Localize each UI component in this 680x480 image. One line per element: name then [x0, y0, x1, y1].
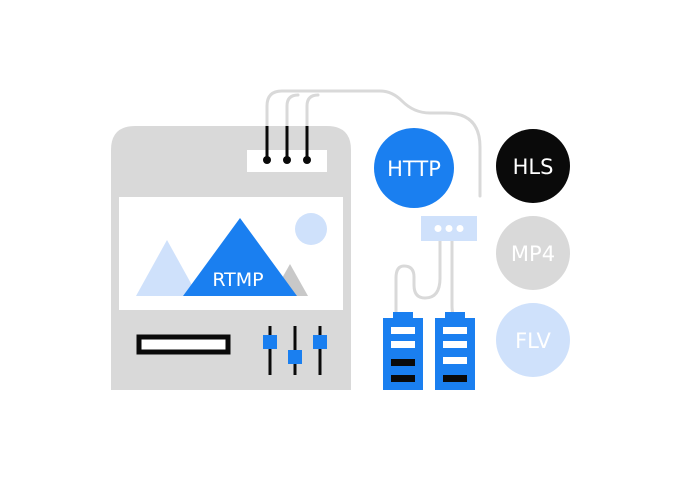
flv-badge: FLV [496, 303, 570, 377]
connector-pin [303, 156, 311, 164]
device-screen: RTMP [119, 197, 343, 310]
slider-knob [313, 335, 327, 349]
server-device-icon: RTMP [111, 126, 351, 390]
connector-pin [263, 156, 271, 164]
hls-label: HLS [513, 155, 554, 179]
http-label: HTTP [387, 157, 441, 181]
connector-pin [283, 156, 291, 164]
battery-icon [435, 312, 475, 390]
slider-knob [263, 335, 277, 349]
rtmp-label: RTMP [212, 269, 263, 291]
slider-controls-icon [263, 326, 327, 375]
media-slot [136, 334, 231, 355]
sun-icon [295, 213, 327, 245]
mp4-badge: MP4 [496, 216, 570, 290]
slider-knob [288, 350, 302, 364]
mp4-label: MP4 [511, 242, 555, 266]
http-badge: HTTP [374, 128, 454, 208]
flv-label: FLV [515, 329, 551, 353]
battery-icon [383, 312, 423, 390]
ellipsis-icon [421, 216, 477, 241]
mountain-image-icon [136, 218, 308, 296]
hls-badge: HLS [496, 129, 570, 203]
